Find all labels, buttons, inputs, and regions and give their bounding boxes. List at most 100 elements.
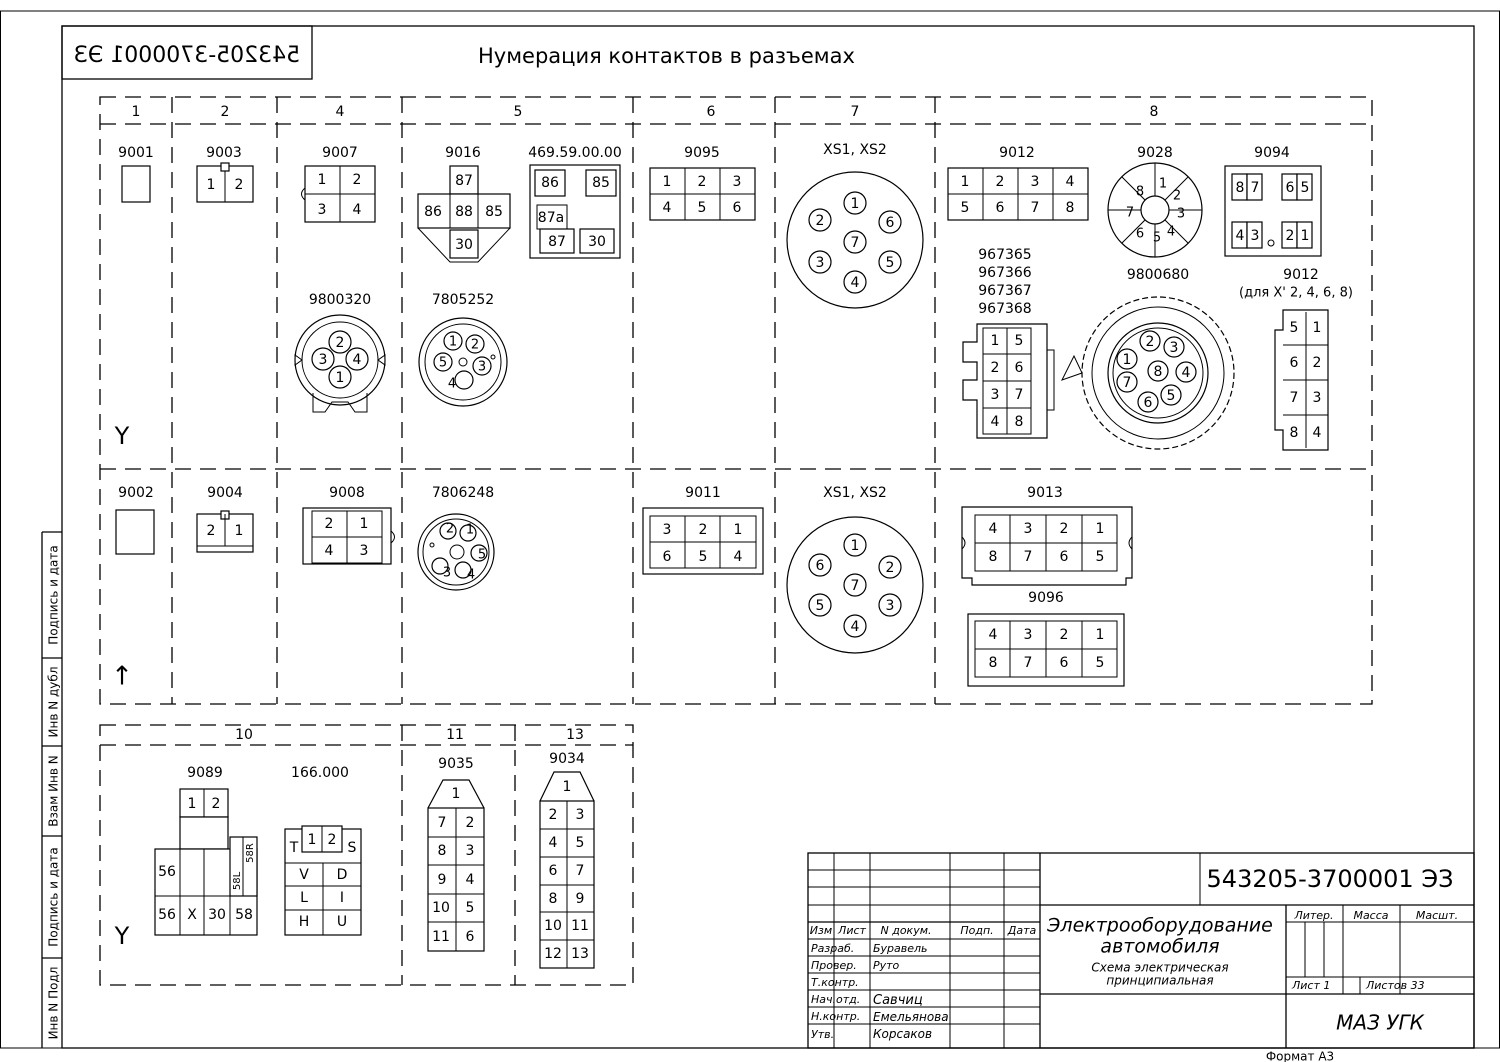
svg-text:2: 2 [212,796,221,812]
svg-text:3: 3 [1251,228,1260,244]
svg-text:6: 6 [1015,360,1024,376]
svg-text:58: 58 [235,907,253,923]
connector-9007: 9007 1 2 3 4 [301,145,376,223]
svg-text:3: 3 [991,387,1000,403]
svg-text:166.000: 166.000 [291,765,349,781]
svg-text:8: 8 [1015,414,1024,430]
svg-text:9002: 9002 [118,485,154,501]
page-title: Нумерация контактов в разъемах [478,44,855,68]
format-label: Формат А3 [1266,1050,1334,1062]
svg-text:2: 2 [221,104,230,120]
svg-text:3: 3 [816,255,825,271]
svg-text:2: 2 [446,522,454,537]
svg-text:7: 7 [1123,375,1132,391]
svg-text:9012: 9012 [1283,267,1319,283]
svg-text:87: 87 [455,173,473,189]
svg-text:87: 87 [548,234,566,250]
svg-text:Литер.: Литер. [1293,909,1333,922]
svg-text:8: 8 [438,843,447,859]
svg-text:Инв N дубл: Инв N дубл [47,667,61,738]
svg-text:4: 4 [336,104,345,120]
svg-text:7: 7 [576,863,585,879]
svg-text:2: 2 [996,174,1005,190]
svg-text:N докум.: N докум. [880,924,931,937]
svg-text:1: 1 [663,174,672,190]
connector-9012-vertical: 9012 (для X' 2, 4, 6, 8) 5 1 6 2 7 3 8 4 [1239,267,1353,451]
svg-text:6: 6 [1286,180,1295,196]
svg-text:Н.контр.: Н.контр. [811,1010,860,1023]
svg-text:4: 4 [1167,225,1175,240]
svg-text:8: 8 [549,891,558,907]
svg-text:2: 2 [466,815,475,831]
svg-text:7: 7 [851,578,860,594]
svg-text:9: 9 [576,891,585,907]
svg-text:1: 1 [961,174,970,190]
svg-text:9004: 9004 [207,485,243,501]
svg-text:9: 9 [438,872,447,888]
svg-text:3: 3 [1024,521,1033,537]
svg-text:1: 1 [308,832,317,848]
svg-text:4: 4 [991,414,1000,430]
svg-text:8: 8 [1236,180,1245,196]
svg-text:9013: 9013 [1027,485,1063,501]
svg-text:4: 4 [1236,228,1245,244]
svg-text:H: H [299,914,310,930]
svg-text:4: 4 [851,275,860,291]
connector-9003: 9003 1 2 [196,145,254,203]
svg-text:9094: 9094 [1254,145,1290,161]
svg-text:1: 1 [734,522,743,538]
svg-text:Изм: Изм [810,924,832,937]
svg-text:6: 6 [1060,655,1069,671]
svg-text:1: 1 [851,196,860,212]
svg-text:11: 11 [446,727,464,743]
svg-text:3: 3 [733,174,742,190]
svg-text:6: 6 [886,215,895,231]
doc-name-2: автомобиля [1100,936,1219,958]
svg-text:1: 1 [132,104,141,120]
svg-text:L: L [300,890,308,906]
arrow-up-symbol: ↑ [111,662,133,692]
svg-text:6: 6 [1060,549,1069,565]
svg-text:4: 4 [989,521,998,537]
svg-text:Подпись и дата: Подпись и дата [47,545,61,644]
svg-text:3: 3 [478,360,486,375]
svg-text:4: 4 [851,619,860,635]
svg-text:9800680: 9800680 [1127,267,1189,283]
svg-text:I: I [340,890,344,906]
svg-text:4: 4 [466,872,475,888]
svg-text:9007: 9007 [322,145,358,161]
svg-text:5: 5 [576,835,585,851]
svg-text:2: 2 [699,522,708,538]
connector-9035: 9035 1 7 2 8 3 9 4 10 5 11 6 [427,756,485,952]
svg-text:Савчиц: Савчиц [873,993,923,1008]
doc-code: 543205-3700001 ЭЗ [1207,865,1454,893]
connector-xs1-xs2-bottom: XS1, XS2 1 6 2 7 5 3 4 [786,485,924,654]
svg-text:6: 6 [549,863,558,879]
svg-text:XS1, XS2: XS1, XS2 [823,485,887,501]
svg-text:9012: 9012 [999,145,1035,161]
svg-text:5: 5 [478,548,486,563]
svg-text:1: 1 [1096,521,1105,537]
svg-text:7: 7 [438,815,447,831]
svg-text:4: 4 [1066,174,1075,190]
svg-text:3: 3 [318,202,327,218]
svg-text:12: 12 [544,946,562,962]
svg-text:1: 1 [318,172,327,188]
svg-text:9034: 9034 [549,751,585,767]
doc-type-2: принципиальная [1106,974,1213,988]
svg-text:4: 4 [448,377,456,392]
svg-text:Руто: Руто [873,959,900,972]
svg-text:Буравель: Буравель [873,942,928,955]
svg-text:13: 13 [566,727,584,743]
svg-text:5: 5 [816,598,825,614]
svg-text:30: 30 [588,234,606,250]
connector-9094: 9094 8 7 6 5 4 3 2 1 [1224,145,1322,257]
connector-9013: 9013 4 3 2 1 8 7 6 5 [961,485,1133,586]
svg-text:3: 3 [466,843,475,859]
svg-text:7: 7 [851,235,860,251]
svg-text:13: 13 [571,946,589,962]
svg-text:2: 2 [207,523,216,539]
svg-text:2: 2 [991,360,1000,376]
svg-text:1: 1 [1159,177,1167,192]
